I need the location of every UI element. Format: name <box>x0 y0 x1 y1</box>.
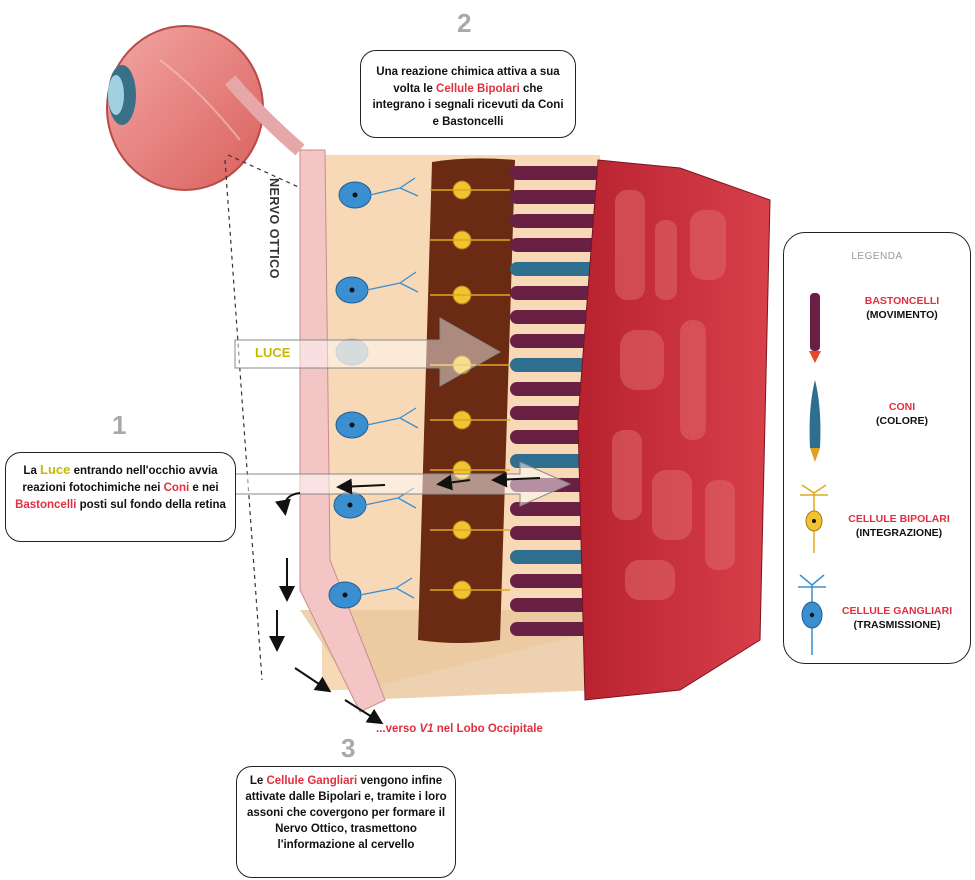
destination-v1: V1 <box>419 723 433 735</box>
optic-nerve-label: NERVO OTTICO <box>267 178 281 279</box>
destination-text-a: ...verso <box>376 723 419 735</box>
step-3-number: 3 <box>341 733 355 764</box>
rod-cell-icon <box>804 291 826 366</box>
cone-cell-icon <box>804 378 826 468</box>
step-1-text-c: e nei <box>189 482 218 494</box>
legend-cones-role: (COLORE) <box>836 415 968 429</box>
step-1-number: 1 <box>112 410 126 441</box>
legend-ganglion-role: (TRASMISSIONE) <box>822 619 972 633</box>
legend-item-cones: CONI (COLORE) <box>836 401 968 428</box>
legend-box: LEGENDA BASTONCELLI (MOVIMENTO) CONI (CO… <box>783 232 971 664</box>
legend-item-rods: BASTONCELLI (MOVIMENTO) <box>836 295 968 322</box>
step-1-text-d: posti sul fondo della retina <box>76 499 226 511</box>
step-3-text-a: Le <box>250 775 267 787</box>
step-2-callout: Una reazione chimica attiva a sua volta … <box>360 50 576 138</box>
legend-rods-name: BASTONCELLI <box>836 295 968 309</box>
destination-text-b: nel Lobo Occipitale <box>434 723 543 735</box>
step-3-callout: Le Cellule Gangliari vengono infine atti… <box>236 766 456 878</box>
step-2-highlight: Cellule Bipolari <box>436 83 520 95</box>
legend-bipolar-role: (INTEGRAZIONE) <box>824 527 974 541</box>
legend-item-bipolar: CELLULE BIPOLARI (INTEGRAZIONE) <box>824 513 974 540</box>
step-1-luce: Luce <box>40 462 70 477</box>
destination-label: ...verso V1 nel Lobo Occipitale <box>376 723 543 735</box>
eye-illustration <box>107 26 300 190</box>
step-1-text-a: La <box>23 465 40 477</box>
step-1-coni: Coni <box>164 482 190 494</box>
legend-title: LEGENDA <box>784 251 970 262</box>
step-1-callout: La Luce entrando nell'occhio avvia reazi… <box>5 452 236 542</box>
legend-bipolar-name: CELLULE BIPOLARI <box>824 513 974 527</box>
light-label: LUCE <box>255 345 290 360</box>
step-3-highlight: Cellule Gangliari <box>266 775 357 787</box>
legend-cones-name: CONI <box>836 401 968 415</box>
legend-ganglion-name: CELLULE GANGLIARI <box>822 605 972 619</box>
step-1-bastoncelli: Bastoncelli <box>15 499 76 511</box>
step-2-number: 2 <box>457 8 471 39</box>
legend-item-ganglion: CELLULE GANGLIARI (TRASMISSIONE) <box>822 605 972 632</box>
legend-rods-role: (MOVIMENTO) <box>836 309 968 323</box>
